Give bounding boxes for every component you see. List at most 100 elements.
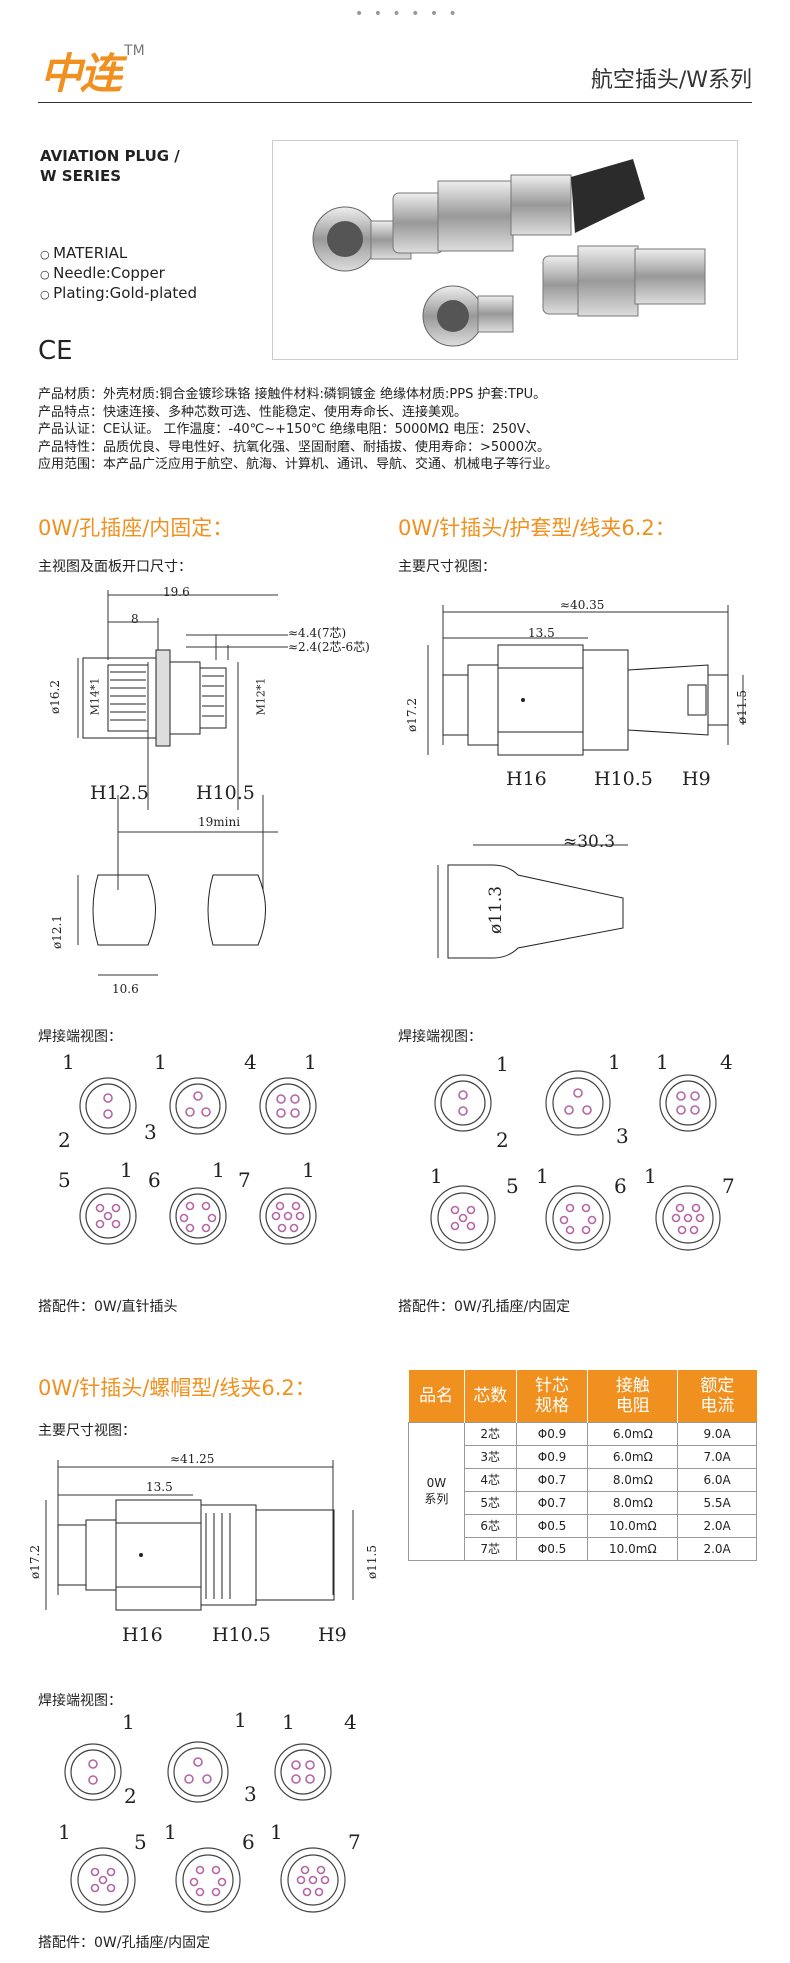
top-dots: • • • • • • xyxy=(355,6,460,22)
section1-title: 0W/孔插座/内固定： xyxy=(38,516,234,540)
dim-dia2: ø11.5 xyxy=(734,690,749,724)
table-header: 针芯 规格 xyxy=(516,1370,589,1422)
spec-line: 产品特点：快速连接、多种芯数可选、性能稳定、使用寿命长、连接美观。 xyxy=(38,404,468,420)
pin-label: 1 xyxy=(122,1710,135,1734)
section3-pinouts xyxy=(64,1741,346,1913)
table-cell: 8.0mΩ xyxy=(587,1467,679,1492)
dim-cut-dia: ø12.1 xyxy=(49,915,64,949)
pin-label: 1 xyxy=(282,1710,295,1734)
spec-line: 产品特性：品质优良、导电性好、抗氧化强、坚固耐磨、耐插拔、使用寿命：>5000次… xyxy=(38,439,550,455)
spec-line: 应用范围：本产品广泛应用于航空、航海、计算机、通讯、导航、交通、机械电子等行业。 xyxy=(38,457,559,472)
section2-subtitle: 主要尺寸视图： xyxy=(398,559,496,575)
dim-overall: ≈41.25 xyxy=(170,1452,215,1466)
dim-m14: M14*1 xyxy=(88,677,102,716)
series-title: 航空插头/W系列 xyxy=(590,68,752,93)
table-cell: 7.0A xyxy=(677,1444,757,1469)
table-cell: 6.0mΩ xyxy=(587,1421,679,1446)
table-cell: Φ0.5 xyxy=(515,1536,589,1561)
dim-13-5: 13.5 xyxy=(528,626,555,640)
dim-sleeve-len: ≈30.3 xyxy=(563,832,616,852)
pin-label: 2 xyxy=(124,1784,137,1808)
spec-line: 产品认证：CE认证。 工作温度：-40℃~+150℃ 绝缘电阻：5000MΩ 电… xyxy=(38,422,539,437)
dim-h1: H12.5 xyxy=(90,782,149,804)
dim-m12: M12*1 xyxy=(254,677,268,716)
section2-pinouts xyxy=(430,1070,721,1251)
pin-label: 1 xyxy=(656,1050,669,1074)
product-photo xyxy=(272,140,738,360)
pin-label: 1 xyxy=(234,1708,247,1732)
table-cell: Φ0.7 xyxy=(515,1490,589,1515)
table-cell: Φ0.7 xyxy=(515,1467,589,1492)
table-cell: 6.0A xyxy=(677,1467,757,1492)
pin-label: 3 xyxy=(616,1124,629,1148)
dim-cut-w: 10.6 xyxy=(112,982,139,996)
dim-overall: ≈40.35 xyxy=(560,598,605,612)
dim-h3: H9 xyxy=(682,768,711,790)
pin-label: 6 xyxy=(614,1174,627,1198)
pin-label: 1 xyxy=(304,1050,317,1074)
spec-table: 品名 芯数 针芯 规格 接触 电阻 额定 电流 0W 系列 2芯 Φ0.9 6.… xyxy=(408,1370,757,1561)
pin-label: 1 xyxy=(608,1050,621,1074)
table-header: 接触 电阻 xyxy=(587,1370,679,1422)
pin-label: 1 xyxy=(644,1164,657,1188)
section3-pair-label: 搭配件：0W/孔插座/内固定 xyxy=(38,1935,211,1951)
table-cell: 6.0mΩ xyxy=(587,1444,679,1469)
spec-text: 产品材质：外壳材质:铜合金镀珍珠铬 接触件材料:磷铜镀金 绝缘体材质:PPS 护… xyxy=(38,386,558,474)
english-title: AVIATION PLUG / W SERIES xyxy=(40,146,240,186)
table-cell: 2.0A xyxy=(677,1536,757,1561)
english-title-line2: W SERIES xyxy=(40,167,121,185)
table-product-cell: 0W 系列 xyxy=(408,1421,465,1561)
table-cell: 4芯 xyxy=(463,1467,517,1492)
dim-h2: H10.5 xyxy=(594,768,653,790)
dim-overall: 19.6 xyxy=(163,585,190,599)
table-cell: 7芯 xyxy=(463,1536,517,1561)
pin-label: 1 xyxy=(536,1164,549,1188)
section1-subtitle: 主视图及面板开口尺寸： xyxy=(38,559,192,575)
pin-label: 1 xyxy=(58,1820,71,1844)
section1-weld-label: 焊接端视图： xyxy=(38,1029,122,1045)
dim-h2: H10.5 xyxy=(196,782,255,804)
section2-pair-label: 搭配件：0W/孔插座/内固定 xyxy=(398,1299,571,1315)
table-cell: 2芯 xyxy=(463,1421,517,1446)
dim-dia: ø16.2 xyxy=(47,680,62,714)
table-cell: 5.5A xyxy=(677,1490,757,1515)
table-cell: 3芯 xyxy=(463,1444,517,1469)
dim-h3: H9 xyxy=(318,1624,347,1646)
section1-drawing xyxy=(77,590,288,976)
dim-dia: ø17.2 xyxy=(27,1545,42,1579)
table-cell: 6芯 xyxy=(463,1513,517,1538)
pin-label: 1 xyxy=(154,1050,167,1074)
pin-label: 6 xyxy=(242,1830,255,1854)
dim-h2: H10.5 xyxy=(212,1624,271,1646)
section2-weld-label: 焊接端视图： xyxy=(398,1029,482,1045)
table-cell: Φ0.5 xyxy=(515,1513,589,1538)
pin-label: 1 xyxy=(302,1158,315,1182)
pin-label: 7 xyxy=(722,1174,735,1198)
section3-weld-label: 焊接端视图： xyxy=(38,1693,122,1709)
table-row: 0W 系列 2芯 Φ0.9 6.0mΩ 9.0A xyxy=(408,1421,757,1561)
pin-label: 7 xyxy=(348,1830,361,1854)
pin-label: 2 xyxy=(58,1128,71,1152)
dim-dia: ø17.2 xyxy=(404,698,419,732)
pin-label: 3 xyxy=(244,1782,257,1806)
table-cell: 9.0A xyxy=(677,1421,757,1446)
table-cell: 10.0mΩ xyxy=(587,1536,679,1561)
dim-sleeve-dia: ø11.3 xyxy=(486,885,507,935)
pin-label: 7 xyxy=(238,1168,251,1192)
pin-label: 3 xyxy=(144,1120,157,1144)
material-item: MATERIAL xyxy=(40,244,197,264)
pin-label: 5 xyxy=(58,1168,71,1192)
pin-label: 6 xyxy=(148,1168,161,1192)
english-title-line1: AVIATION PLUG / xyxy=(40,147,180,165)
pin-label: 1 xyxy=(430,1164,443,1188)
spec-line: 产品材质：外壳材质:铜合金镀珍珠铬 接触件材料:磷铜镀金 绝缘体材质:PPS 护… xyxy=(38,387,547,402)
pin-label: 1 xyxy=(270,1820,283,1844)
table-header: 品名 xyxy=(408,1370,465,1422)
section3-title: 0W/针插头/螺帽型/线夹6.2： xyxy=(38,1376,316,1400)
table-cell: Φ0.9 xyxy=(515,1421,589,1446)
pin-label: 1 xyxy=(62,1050,75,1074)
table-row: 3芯 Φ0.9 6.0mΩ 7.0A xyxy=(409,1444,757,1469)
pin-label: 1 xyxy=(496,1052,509,1076)
section3-subtitle: 主要尺寸视图： xyxy=(38,1423,136,1439)
